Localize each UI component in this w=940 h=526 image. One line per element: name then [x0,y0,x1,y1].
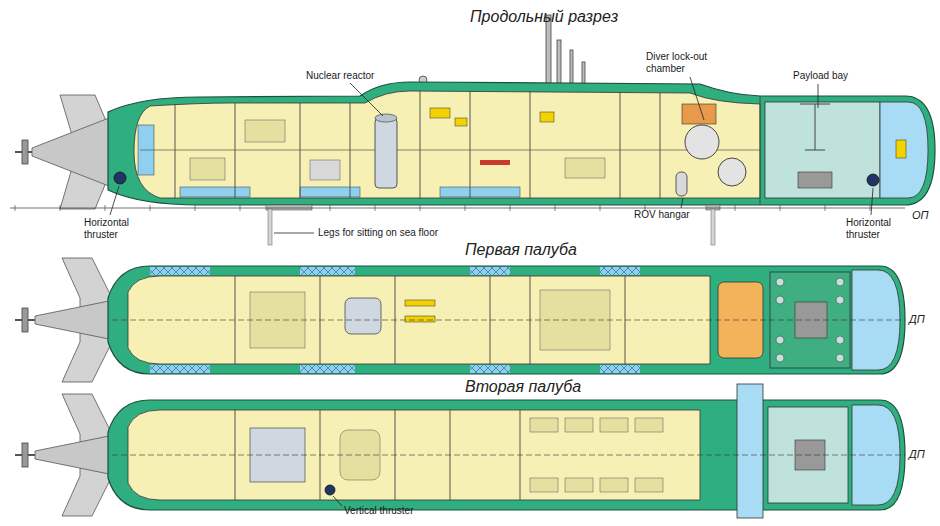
view-heading: Первая палуба [465,241,577,259]
callout-label: Horizontal thruster [84,217,146,241]
first-deck-view [15,258,905,382]
leader-lines [110,77,873,506]
view-heading: Вторая палуба [465,378,581,396]
axis-label: ДП [909,448,925,460]
axis-label: ДП [909,313,925,325]
callout-label: Legs for sitting on sea floor [318,227,438,239]
callout-label: Payload bay [793,70,848,82]
view-heading: Продольный разрез [470,8,618,26]
axis-label: ОП [912,209,929,221]
callout-label: Vertical thruster [344,505,413,517]
second-deck-view [15,384,905,518]
side-view [10,15,935,245]
callout-label: Horizontal thruster [846,217,908,241]
callout-label: Diver lock-out chamber [646,51,720,75]
callout-label: Nuclear reactor [306,70,374,82]
callout-label: ROV hangar [634,209,690,221]
